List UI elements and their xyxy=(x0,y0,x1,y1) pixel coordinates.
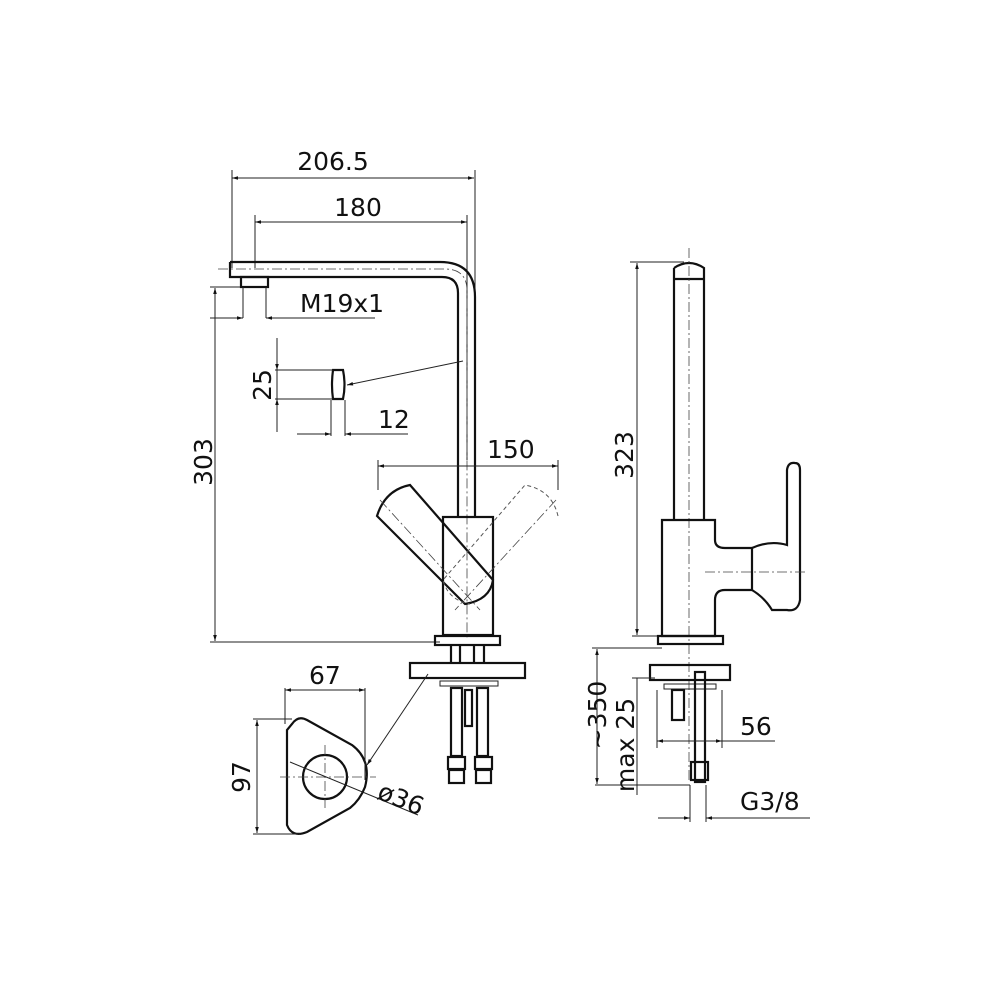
dim-hose-length: ~350 xyxy=(583,681,612,750)
dim-counter-thickness: max 25 xyxy=(611,698,640,792)
dim-aerator-thread: M19x1 xyxy=(300,289,384,318)
dim-connection-thread: G3/8 xyxy=(740,787,800,816)
hose-right xyxy=(475,686,490,758)
hose-side xyxy=(693,670,707,784)
dim-hole-diameter: ø36 xyxy=(374,777,429,822)
mixer-body-side xyxy=(660,518,754,638)
handle xyxy=(375,483,495,606)
dim-total-reach: 206.5 xyxy=(297,147,369,176)
spout-section xyxy=(330,368,346,401)
dim-spout-reach: 180 xyxy=(334,193,382,222)
aerator xyxy=(239,275,270,289)
dim-spout-height: 303 xyxy=(189,438,218,486)
dim-handle-swing: 150 xyxy=(487,435,535,464)
lever-side xyxy=(751,461,802,612)
mounting-flange xyxy=(408,661,527,680)
dim-total-height: 323 xyxy=(610,431,639,479)
handle-swing-position xyxy=(442,484,559,605)
dim-plate-length: 97 xyxy=(227,761,256,793)
flange-side xyxy=(648,663,732,682)
dim-section-width: 12 xyxy=(378,405,410,434)
triangle-plate xyxy=(285,717,368,835)
hose-left xyxy=(449,686,464,758)
dim-base-diameter: 56 xyxy=(740,712,772,741)
spout xyxy=(228,260,477,517)
front-view: 206.5 180 M19x1 303 25 12 150 xyxy=(189,147,559,785)
dim-plate-width: 67 xyxy=(309,661,341,690)
mixer-body xyxy=(441,515,495,637)
mounting-plate-view: 67 97 ø36 xyxy=(227,661,429,835)
spout-side xyxy=(672,261,706,520)
side-view: 323 ~350 max 25 56 G3/8 xyxy=(583,248,810,822)
dim-section-height: 25 xyxy=(248,369,277,401)
